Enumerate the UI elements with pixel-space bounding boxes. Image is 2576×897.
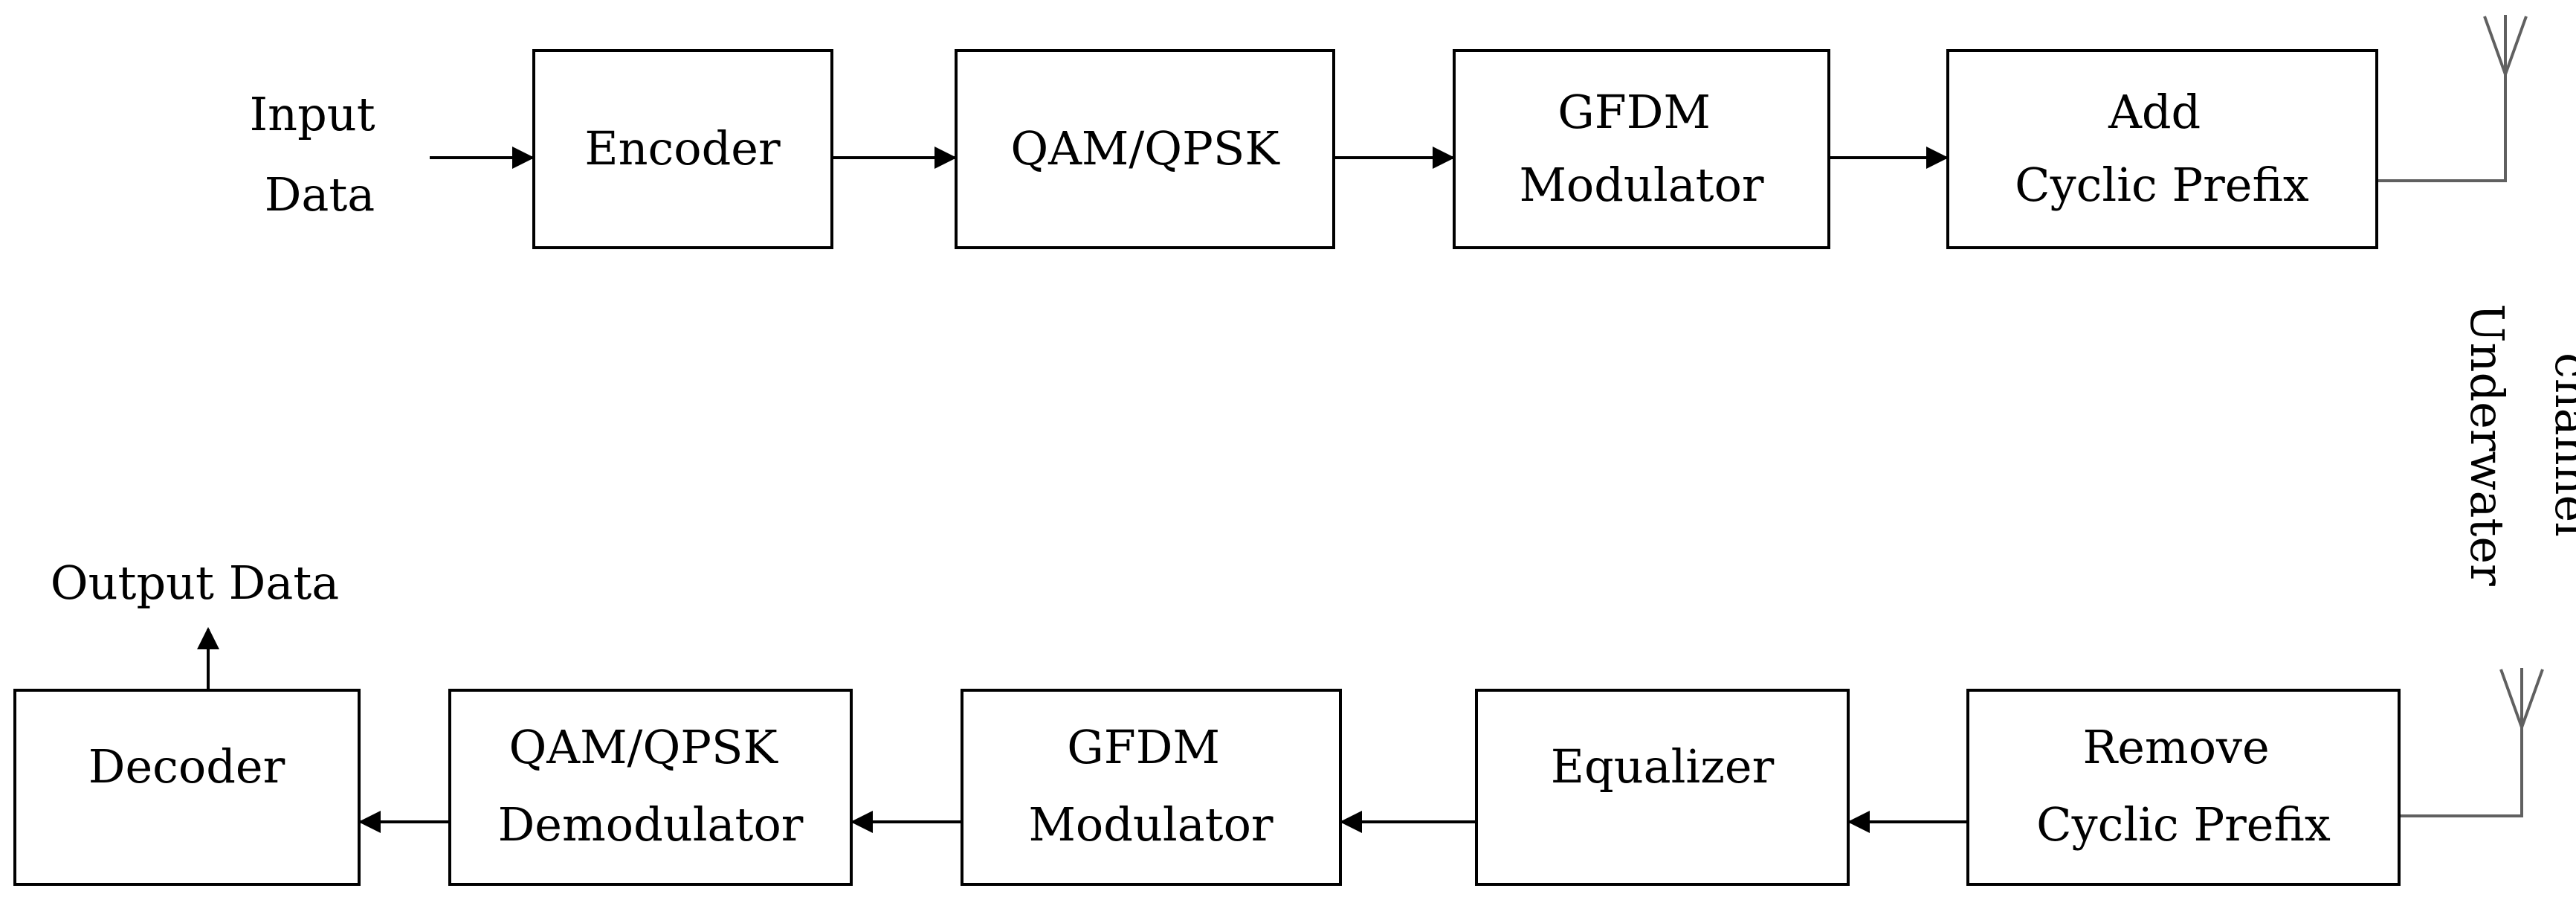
qam-qpsk-demodulator-label: QAM/QPSK Demodulator bbox=[498, 720, 804, 852]
qam-qpsk-block: QAM/QPSK bbox=[955, 49, 1335, 249]
channel-line-1: Underwater bbox=[2460, 303, 2514, 586]
remove-cp-line-1: Remove bbox=[2083, 720, 2270, 774]
encoder-block: Encoder bbox=[532, 49, 833, 249]
rx-antenna-feed bbox=[2401, 727, 2523, 817]
gfdm-tx-line-2: Modulator bbox=[1519, 158, 1763, 212]
tx-antenna-icon bbox=[2483, 15, 2528, 75]
input-label-line-2: Data bbox=[265, 167, 375, 222]
rx-antenna-icon bbox=[2499, 668, 2544, 728]
input-data-label: Input Data bbox=[250, 87, 390, 222]
decoder-label: Decoder bbox=[88, 739, 285, 794]
input-label-line-1: Input bbox=[250, 87, 375, 141]
encoder-label: Encoder bbox=[584, 121, 781, 176]
add-cp-line-1: Add bbox=[2108, 85, 2201, 139]
gfdm-modulator-tx-block: GFDM Modulator bbox=[1453, 49, 1830, 249]
remove-cyclic-prefix-label: Remove Cyclic Prefix bbox=[2036, 720, 2331, 852]
demod-line-2: Demodulator bbox=[498, 797, 804, 852]
equalizer-block: Equalizer bbox=[1475, 689, 1850, 886]
underwater-channel-label: channel Underwater bbox=[2460, 303, 2576, 586]
remove-cyclic-prefix-block: Remove Cyclic Prefix bbox=[1966, 689, 2401, 886]
tx-antenna-feed bbox=[2378, 74, 2507, 182]
gfdm-rx-line-1: GFDM bbox=[1067, 720, 1220, 774]
demod-line-1: QAM/QPSK bbox=[509, 720, 778, 774]
add-cyclic-prefix-block: Add Cyclic Prefix bbox=[1946, 49, 2378, 249]
add-cp-line-2: Cyclic Prefix bbox=[2015, 158, 2309, 212]
equalizer-label: Equalizer bbox=[1551, 739, 1775, 794]
gfdm-modulator-tx-label: GFDM Modulator bbox=[1519, 85, 1763, 212]
gfdm-tx-line-1: GFDM bbox=[1557, 85, 1711, 139]
remove-cp-line-2: Cyclic Prefix bbox=[2036, 797, 2331, 852]
gfdm-modulator-rx-block: GFDM Modulator bbox=[961, 689, 1342, 886]
decoder-block: Decoder bbox=[13, 689, 361, 886]
qam-qpsk-demodulator-block: QAM/QPSK Demodulator bbox=[448, 689, 853, 886]
gfdm-modulator-rx-label: GFDM Modulator bbox=[1028, 720, 1273, 852]
add-cyclic-prefix-label: Add Cyclic Prefix bbox=[2015, 85, 2309, 212]
output-data-label: Output Data bbox=[51, 556, 339, 610]
gfdm-rx-line-2: Modulator bbox=[1028, 797, 1273, 852]
channel-line-2: channel bbox=[2545, 353, 2576, 537]
qam-qpsk-label: QAM/QPSK bbox=[1010, 121, 1280, 176]
